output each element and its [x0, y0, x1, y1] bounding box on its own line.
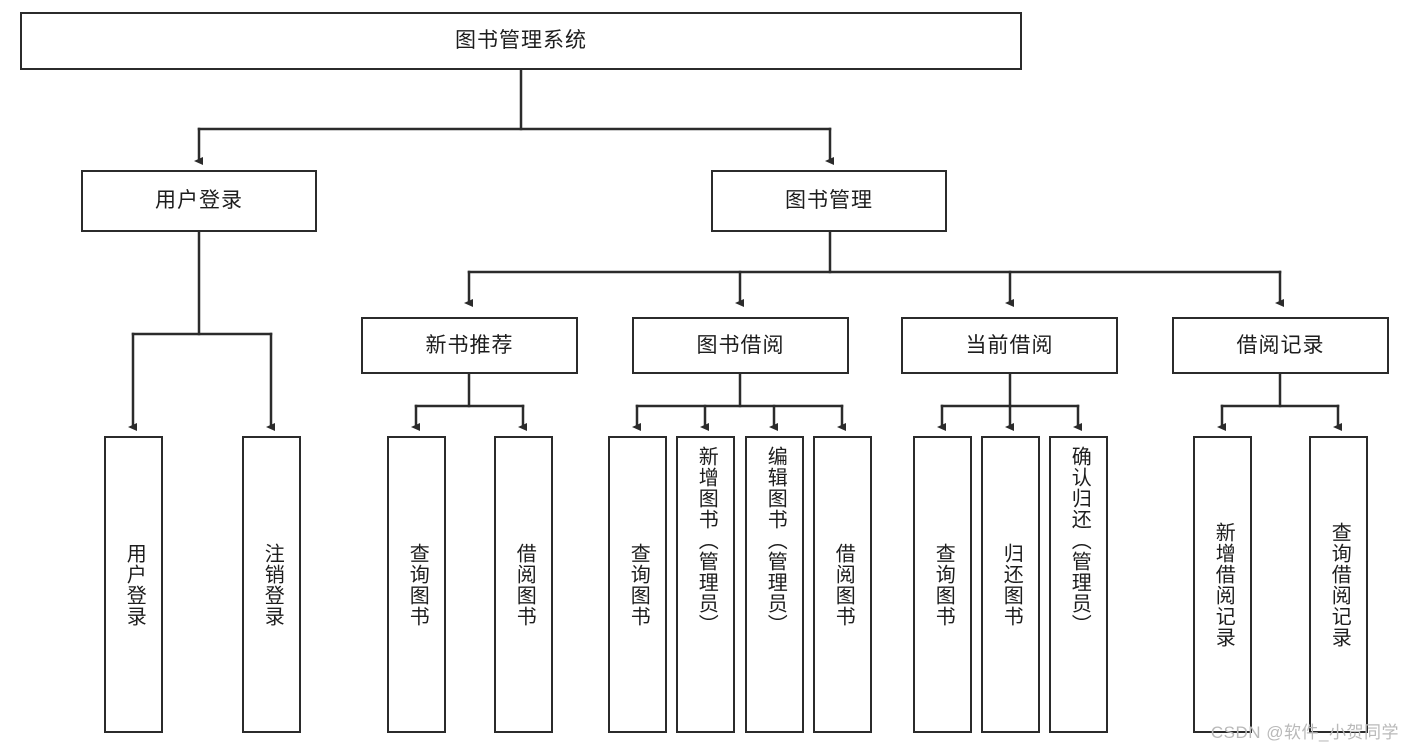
leaf-borrow-book-2[interactable]: 借阅图书 [813, 436, 872, 733]
node-book-management-label: 图书管理 [785, 189, 873, 213]
node-root-label: 图书管理系统 [455, 29, 587, 53]
leaf-query-borrow-record[interactable]: 查询借阅记录 [1309, 436, 1368, 733]
leaf-return-book[interactable]: 归还图书 [981, 436, 1040, 733]
node-borrow-record-label: 借阅记录 [1236, 333, 1325, 357]
node-current-borrow-label: 当前借阅 [965, 333, 1054, 357]
node-new-book-recommend-label: 新书推荐 [425, 333, 514, 357]
leaf-add-borrow-record-label: 新增借阅记录 [1212, 521, 1235, 648]
leaf-add-book-admin[interactable]: 新增图书（管理员） [676, 436, 735, 733]
leaf-query-borrow-record-label: 查询借阅记录 [1328, 521, 1351, 648]
leaf-confirm-return-admin-label: 确认归还（管理员） [1068, 446, 1091, 635]
leaf-logout[interactable]: 注销登录 [242, 436, 301, 733]
leaf-query-book-1[interactable]: 查询图书 [387, 436, 446, 733]
leaf-query-book-3-label: 查询图书 [932, 542, 955, 627]
node-user-login[interactable]: 用户登录 [81, 170, 317, 232]
node-user-login-label: 用户登录 [155, 189, 243, 213]
leaf-add-borrow-record[interactable]: 新增借阅记录 [1193, 436, 1252, 733]
leaf-confirm-return-admin[interactable]: 确认归还（管理员） [1049, 436, 1108, 733]
node-book-management[interactable]: 图书管理 [711, 170, 947, 232]
leaf-borrow-book-1[interactable]: 借阅图书 [494, 436, 553, 733]
leaf-query-book-3[interactable]: 查询图书 [913, 436, 972, 733]
leaf-query-book-2[interactable]: 查询图书 [608, 436, 667, 733]
leaf-user-login-label: 用户登录 [123, 542, 146, 627]
leaf-user-login[interactable]: 用户登录 [104, 436, 163, 733]
node-new-book-recommend[interactable]: 新书推荐 [361, 317, 578, 374]
node-root[interactable]: 图书管理系统 [20, 12, 1022, 70]
leaf-add-book-admin-label: 新增图书（管理员） [695, 446, 718, 635]
watermark: CSDN @软件_小贺同学 [1210, 723, 1399, 742]
leaf-query-book-2-label: 查询图书 [627, 542, 650, 627]
leaf-return-book-label: 归还图书 [1000, 542, 1023, 627]
leaf-query-book-1-label: 查询图书 [406, 542, 429, 627]
leaf-borrow-book-1-label: 借阅图书 [513, 542, 536, 627]
node-book-borrow[interactable]: 图书借阅 [632, 317, 849, 374]
leaf-edit-book-admin-label: 编辑图书（管理员） [764, 446, 787, 635]
leaf-borrow-book-2-label: 借阅图书 [832, 542, 855, 627]
node-borrow-record[interactable]: 借阅记录 [1172, 317, 1389, 374]
leaf-logout-label: 注销登录 [261, 542, 284, 627]
node-current-borrow[interactable]: 当前借阅 [901, 317, 1118, 374]
leaf-edit-book-admin[interactable]: 编辑图书（管理员） [745, 436, 804, 733]
node-book-borrow-label: 图书借阅 [696, 333, 785, 357]
